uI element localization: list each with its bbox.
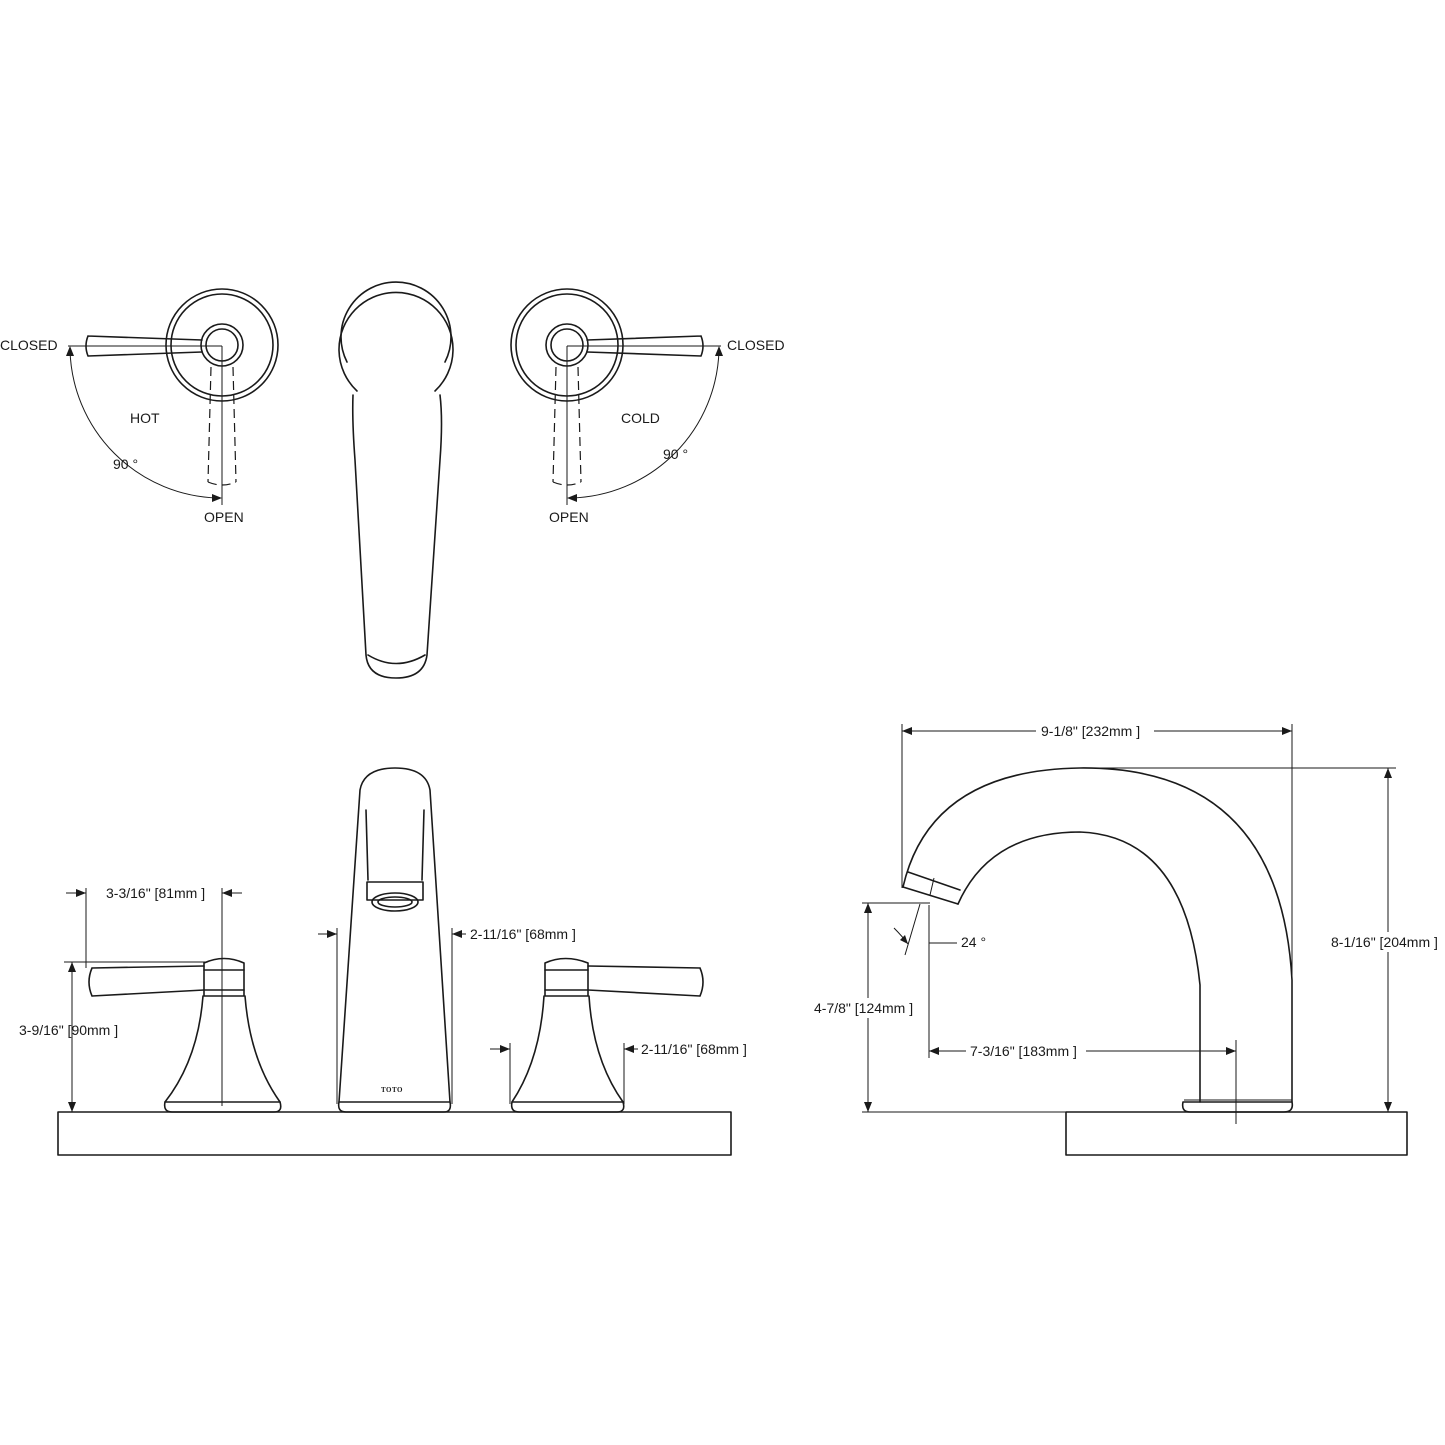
overall-height-dim: 8-1/16" [204mm ] bbox=[1331, 934, 1438, 950]
spout-side bbox=[902, 767, 1294, 1113]
cold-angle-label: 90 ° bbox=[663, 446, 688, 462]
front-view: TOTO 3-3/16" [81mm ] 3-9/16" [90mm ] bbox=[19, 767, 747, 1156]
handle-spread-dim: 3-3/16" [81mm ] bbox=[106, 885, 205, 901]
cold-open-label: OPEN bbox=[549, 509, 589, 525]
spout-angle-dim: 24 ° bbox=[961, 934, 986, 950]
hot-open-label: OPEN bbox=[204, 509, 244, 525]
hot-label: HOT bbox=[130, 410, 160, 426]
spout-front: TOTO bbox=[337, 767, 452, 1113]
cold-label: COLD bbox=[621, 410, 660, 426]
hot-handle-top-view bbox=[66, 288, 279, 505]
overall-reach-dim: 9-1/8" [232mm ] bbox=[1041, 723, 1140, 739]
hot-handle-front bbox=[88, 957, 282, 1113]
handle-base-dim: 2-11/16" [68mm ] bbox=[641, 1041, 747, 1057]
side-view: 9-1/8" [232mm ] 8-1/16" [204mm ] 4-7/8" … bbox=[810, 721, 1444, 1156]
cold-handle-top-view bbox=[510, 288, 723, 505]
deck-front bbox=[57, 1111, 732, 1156]
spout-reach-dim: 7-3/16" [183mm ] bbox=[970, 1043, 1077, 1059]
top-view: CLOSED HOT 90 ° OPEN CLOSED COLD bbox=[0, 281, 785, 679]
spout-base-dim: 2-11/16" [68mm ] bbox=[470, 926, 576, 942]
brand-mark: TOTO bbox=[381, 1086, 403, 1094]
spout-height-dim: 4-7/8" [124mm ] bbox=[814, 1000, 913, 1016]
hot-closed-label: CLOSED bbox=[0, 337, 58, 353]
handle-height-dim: 3-9/16" [90mm ] bbox=[19, 1022, 118, 1038]
hot-angle-label: 90 ° bbox=[113, 456, 138, 472]
cold-handle-front bbox=[510, 957, 704, 1113]
cold-closed-label: CLOSED bbox=[727, 337, 785, 353]
spout-top-view bbox=[338, 281, 454, 679]
